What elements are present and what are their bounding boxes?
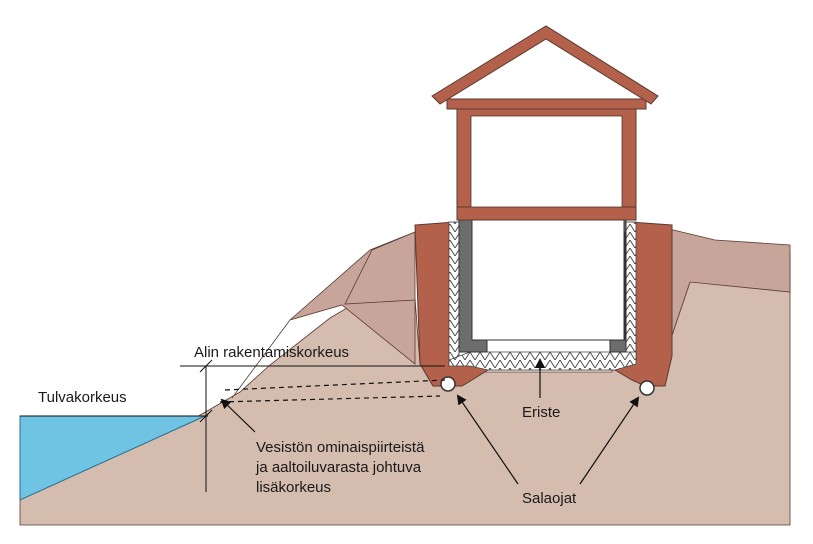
level-dashed-1 [224,379,446,391]
label-flood-level: Tulvakorkeus [38,389,127,406]
label-drains: Salaojat [522,490,577,507]
fill-soil [231,231,416,399]
extra-height-arrow [220,398,256,433]
drain-right [639,380,655,396]
drain-arrow-left [456,394,519,485]
label-insulation: Eriste [522,404,560,421]
label-extra-height-1: Vesistön ominaispiirteistä [256,439,425,456]
dimension-tick-bottom [199,409,213,423]
label-lowest-building-level: Alin rakentamiskorkeus [194,344,349,361]
label-extra-height-3: lisäkorkeus [256,479,331,496]
upper-room [470,115,623,208]
dimension-tick-top [199,359,213,373]
floor-slab [456,206,637,221]
ceiling-beam [446,98,647,110]
insulation-right [625,221,637,361]
basement-room [471,219,625,341]
level-dashed-2 [219,395,441,403]
label-extra-height-2: ja aaltoiluvarasta johtuva [255,459,422,476]
basement-walls [458,219,627,353]
drain-arrow-right [579,396,640,485]
insulation-left [448,221,460,361]
insulation-bottom [448,351,637,371]
roof [431,25,659,105]
drain-left [440,376,456,392]
